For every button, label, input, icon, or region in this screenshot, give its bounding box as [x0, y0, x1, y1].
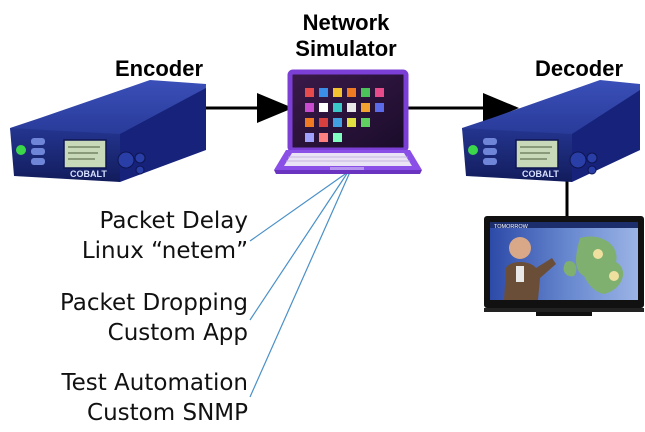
note-line: Packet Dropping — [59, 290, 248, 316]
note-line: Custom SNMP — [87, 400, 248, 426]
note-line: Custom App — [107, 320, 248, 346]
encoder-device — [10, 80, 206, 182]
simulator-title-line1: Network — [302, 10, 390, 35]
callout-lines — [249, 171, 351, 398]
note-test-automation: Test Automation Custom SNMP — [61, 368, 248, 428]
callout-line-automation — [249, 171, 351, 398]
simulator-title-line2: Simulator — [295, 36, 397, 61]
note-line: Packet Delay — [99, 208, 248, 234]
encoder-title: Encoder — [114, 56, 204, 81]
note-line: Test Automation — [61, 370, 248, 396]
note-line: Linux “netem” — [81, 238, 248, 264]
callout-line-dropping — [249, 171, 349, 321]
note-packet-delay: Packet Delay Linux “netem” — [82, 206, 248, 266]
laptop-app-grid — [305, 88, 384, 142]
encoder-device-brand: COBALT — [70, 169, 107, 179]
simulator-title: Network Simulator — [284, 10, 408, 62]
decoder-device — [462, 80, 640, 182]
note-packet-dropping: Packet Dropping Custom App — [60, 288, 248, 348]
tv-banner: TOMORROW — [494, 224, 529, 230]
decoder-device-brand: COBALT — [522, 169, 559, 179]
television — [484, 216, 644, 316]
laptop — [274, 69, 422, 174]
decoder-title: Decoder — [534, 56, 624, 81]
callout-line-delay — [249, 171, 349, 242]
